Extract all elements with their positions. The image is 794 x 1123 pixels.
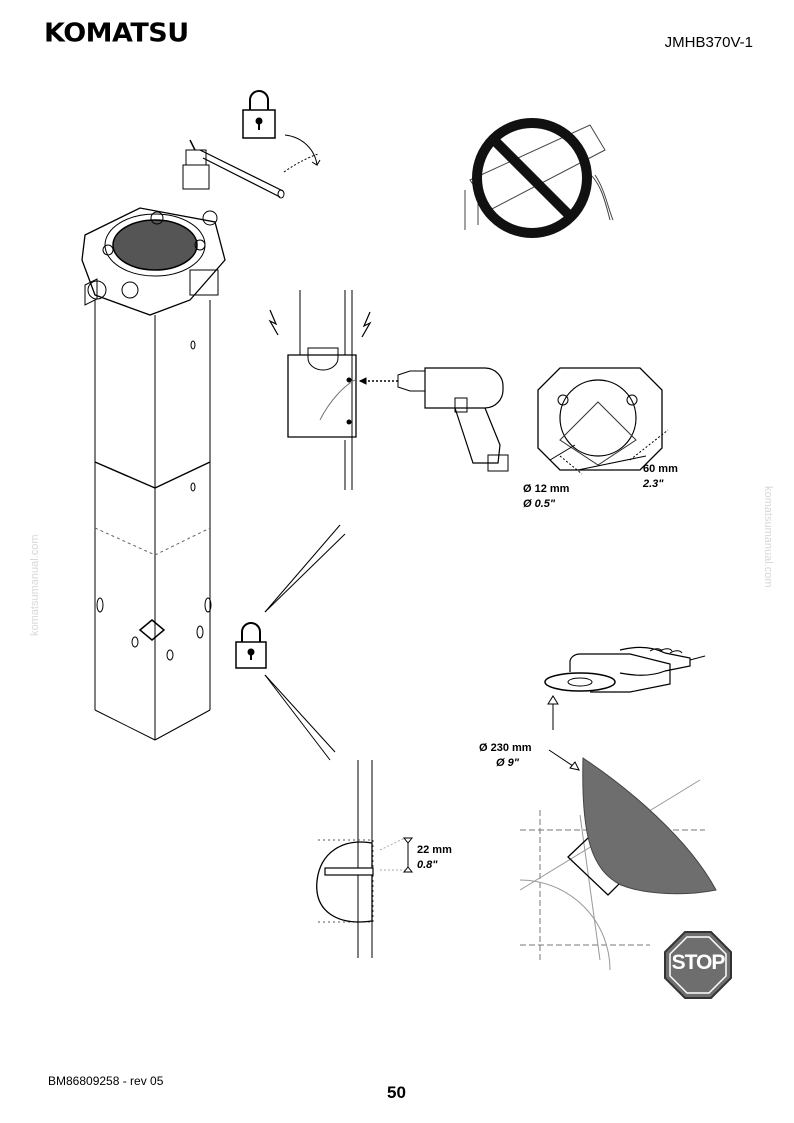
drill-hole-diameter-in: Ø 0.5" xyxy=(523,498,556,510)
plate-diagram xyxy=(537,367,669,475)
key-tool xyxy=(182,134,321,199)
slot-detail xyxy=(316,760,414,958)
padlock-icon-top xyxy=(242,90,276,139)
disc-diameter-in: Ø 9" xyxy=(496,757,519,769)
stop-sign-icon xyxy=(664,931,732,999)
stop-sign-label: STOP xyxy=(671,951,726,974)
document-reference: BM86809258 - rev 05 xyxy=(48,1074,164,1088)
filter-head xyxy=(81,207,226,316)
prohibited-sign-icon xyxy=(464,118,614,238)
page-number: 50 xyxy=(387,1083,406,1102)
filter-housing xyxy=(94,300,212,741)
cut-diagram xyxy=(519,757,717,971)
padlock-icon-middle xyxy=(235,622,267,669)
zoom-lines xyxy=(264,524,346,761)
drill-hole-diameter-mm: Ø 12 mm xyxy=(523,483,570,495)
slot-depth-mm: 22 mm xyxy=(417,844,452,856)
document-id: JMHB370V-1 xyxy=(664,34,753,51)
drill-icon xyxy=(397,367,509,472)
grinder-icon xyxy=(544,646,706,771)
slot-depth-in: 0.8" xyxy=(417,859,438,871)
drill-detail xyxy=(268,290,398,490)
plate-size-in: 2.3" xyxy=(643,478,664,490)
komatsu-logo: KOMATSU xyxy=(44,18,189,49)
disc-diameter-mm: Ø 230 mm xyxy=(479,742,532,754)
plate-size-mm: 60 mm xyxy=(643,463,678,475)
